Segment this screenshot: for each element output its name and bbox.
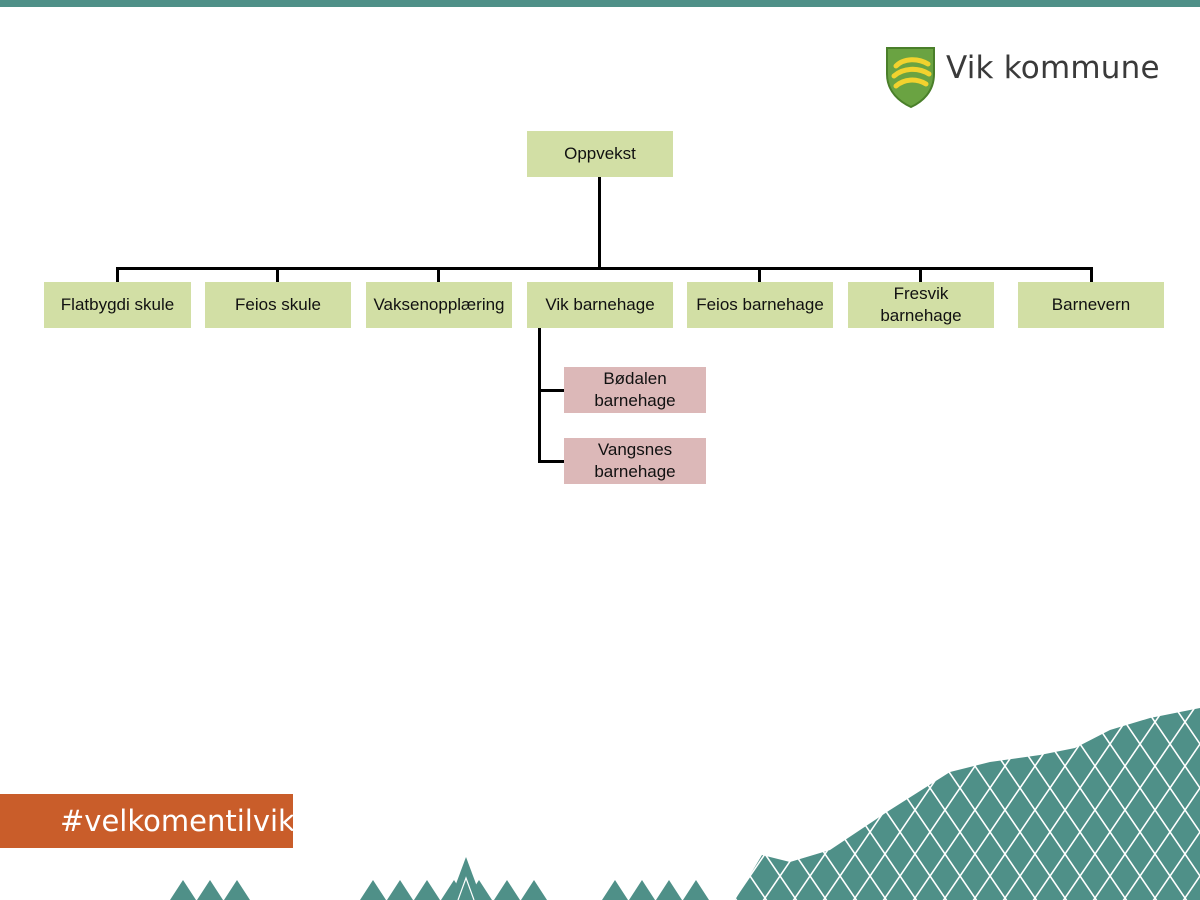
connector-sub-vertical [538,328,541,463]
org-box-unit: Vik barnehage [527,282,673,328]
logo-text: Vik kommune [946,50,1160,86]
connector-horizontal [116,267,1093,270]
connector-tick-2 [276,267,279,283]
connector-tick-7 [1090,267,1093,283]
connector-sub-2 [538,460,565,463]
org-box-unit: Feios skule [205,282,351,328]
coat-of-arms-icon [886,47,935,109]
org-box-subunit: Vangsnes barnehage [564,438,706,484]
org-box-unit: Fresvik barnehage [848,282,994,328]
connector-tick-5 [758,267,761,283]
org-box-unit: Vaksenopplæring [366,282,512,328]
org-box-root: Oppvekst [527,131,673,177]
vik-kommune-logo: Vik kommune [884,44,1160,114]
org-box-unit: Flatbygdi skule [44,282,191,328]
mountain-pattern [170,708,1200,900]
org-box-unit: Feios barnehage [687,282,833,328]
org-box-unit: Barnevern [1018,282,1164,328]
connector-tick-6 [919,267,922,283]
hashtag-banner: #velkomentilvik [0,794,295,848]
connector-tick-1 [116,267,119,283]
connector-tick-3 [437,267,440,283]
top-accent-bar [0,0,1200,7]
connector-root-down [598,177,601,269]
org-box-subunit: Bødalen barnehage [564,367,706,413]
connector-sub-1 [538,389,565,392]
